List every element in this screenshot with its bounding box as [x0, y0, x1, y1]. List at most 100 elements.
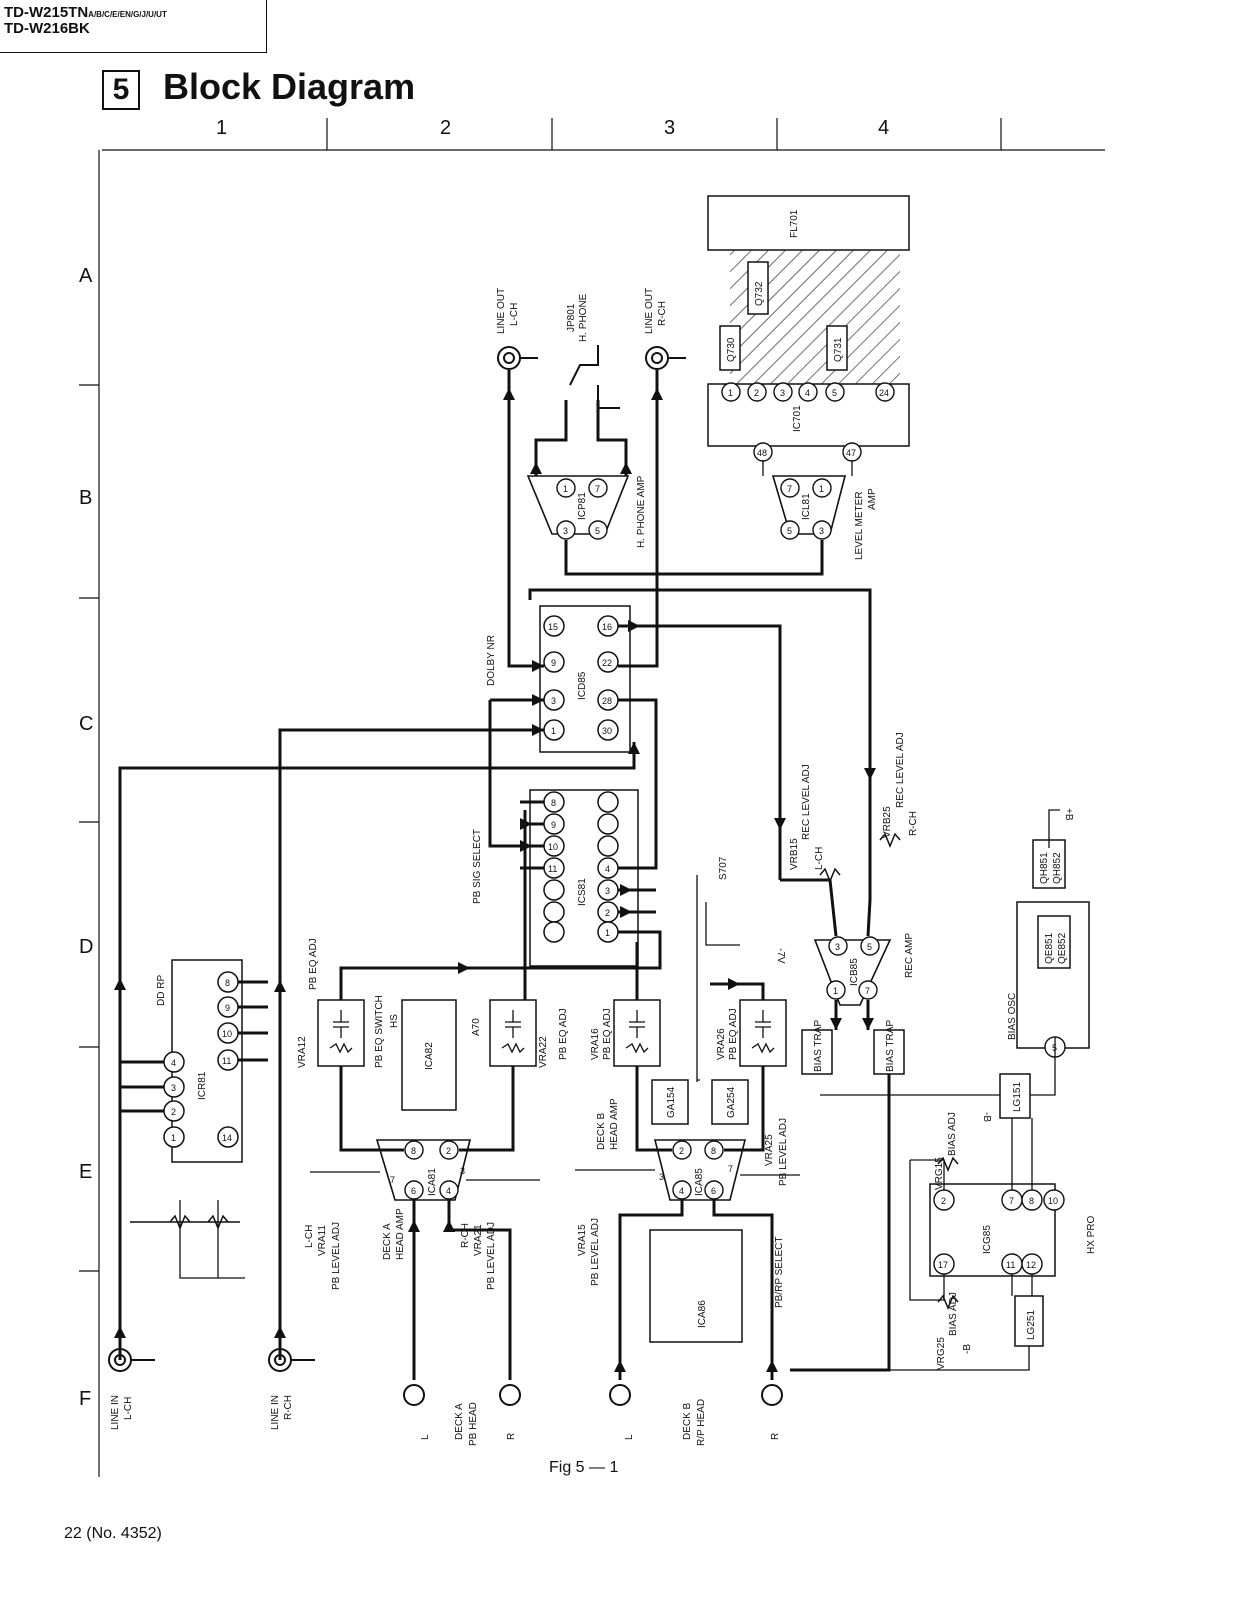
jp801-label-2: H. PHONE — [578, 293, 589, 342]
ica81-pin-6: 6 — [411, 1186, 416, 1196]
deck-b-head-amp-label-1: DECK B — [596, 1112, 607, 1150]
ga154-label: GA154 — [666, 1086, 677, 1118]
vrg15-label-2: BIAS ADJ — [947, 1112, 958, 1156]
vra21-label-3: PB LEVEL ADJ — [486, 1222, 497, 1290]
line-out-r-label-1: LINE OUT — [644, 288, 655, 334]
pb-sig-select-label: PB SIG SELECT — [472, 829, 483, 904]
qe851-label: QE851 — [1044, 932, 1055, 964]
signal-wiring — [118, 370, 891, 1380]
vra26-label-1: VRA26 — [716, 1028, 727, 1060]
figure-caption: Fig 5 — 1 — [549, 1459, 619, 1476]
icd85-pin-22: 22 — [602, 658, 612, 668]
a70-label: A70 — [471, 1018, 482, 1036]
vra11-label-3: PB LEVEL ADJ — [331, 1222, 342, 1290]
ica81-label: ICA81 — [427, 1168, 438, 1196]
vra21-label-2: VRA21 — [473, 1224, 484, 1256]
ic701-label: IC701 — [792, 405, 803, 432]
ics81-pin-4: 4 — [605, 864, 610, 874]
icr81-pin-4: 4 — [171, 1058, 176, 1068]
vra15-label-2: PB LEVEL ADJ — [590, 1218, 601, 1286]
icr81-pin-14: 14 — [222, 1133, 232, 1143]
line-in-r-label-1: LINE IN — [270, 1395, 281, 1430]
ica81-pin-3: 3 — [460, 1166, 465, 1176]
vra15-label-1: VRA15 — [577, 1224, 588, 1256]
deck-a-pb-head-label-2: PB HEAD — [468, 1402, 479, 1446]
ic701-pin-1: 1 — [728, 388, 733, 398]
icg85-pin-7: 7 — [1009, 1196, 1014, 1206]
ics81-pin-1: 1 — [605, 928, 610, 938]
lg151-block — [999, 1073, 1031, 1119]
vra25-label-1: VRA25 — [764, 1134, 775, 1166]
icp81-pin-7: 7 — [595, 484, 600, 494]
minus-7v-label: -7V — [775, 948, 786, 964]
grid-col-2: 2 — [440, 117, 451, 139]
ics81-pin-10: 10 — [548, 842, 558, 852]
model-header: TD-W215TNA/B/C/E/EN/G/J/U/UT TD-W216BK — [4, 5, 167, 36]
ga254-block — [711, 1079, 749, 1125]
model-header-box — [0, 0, 267, 53]
ics81-pin-3: 3 — [605, 886, 610, 896]
ics81-pin-2: 2 — [605, 908, 610, 918]
icr81-pin-9: 9 — [225, 1003, 230, 1013]
ica85-pin-4: 4 — [679, 1186, 684, 1196]
icp81-pin-3: 3 — [563, 526, 568, 536]
dd-rp-label: DD RP — [156, 975, 167, 1006]
vrb15-label-2: REC LEVEL ADJ — [801, 764, 812, 840]
ic701-pin-24: 24 — [879, 388, 889, 398]
icg85-pin-8: 8 — [1029, 1196, 1034, 1206]
qh851-label: QH851 — [1039, 852, 1050, 884]
eq-caps — [329, 1010, 775, 1054]
vrg25-label-2: BIAS ADJ — [948, 1292, 959, 1336]
icd85-pin-16: 16 — [602, 622, 612, 632]
line-in-l-label-1: LINE IN — [110, 1395, 121, 1430]
minus-b-label-2: -B — [962, 1344, 973, 1354]
lg251-label: LG251 — [1026, 1310, 1037, 1340]
vra21-label-1: R-CH — [460, 1223, 471, 1248]
vra25-label-2: PB LEVEL ADJ — [778, 1118, 789, 1186]
deck-a-pb-head-label-1: DECK A — [454, 1403, 465, 1440]
icr81-pin-3: 3 — [171, 1083, 176, 1093]
dd-rp-ic — [163, 959, 243, 1163]
dolby-nr-label: DOLBY NR — [486, 635, 497, 686]
ics81-pin-11: 11 — [548, 864, 557, 874]
ics81-label: ICS81 — [577, 878, 588, 906]
icr81-pin-2: 2 — [171, 1107, 176, 1117]
pb-eq-switch-label-2: HS — [389, 1014, 400, 1028]
bias-osc-label: BIAS OSC — [1007, 993, 1018, 1040]
ica81-pin-8: 8 — [411, 1146, 416, 1156]
qe85-block — [1037, 915, 1071, 969]
ica86-label: ICA86 — [697, 1300, 708, 1328]
icg85-label: ICG85 — [982, 1225, 993, 1254]
vra22-label-1: VRA22 — [538, 1036, 549, 1068]
ica86-block — [649, 1229, 743, 1343]
deck-a-l-label: L — [420, 1434, 431, 1440]
qe852-label: QE852 — [1057, 932, 1068, 964]
level-meter-label-2: AMP — [867, 488, 878, 510]
line-out-r-label-2: R-CH — [657, 301, 668, 326]
deck-b-r-label: R — [770, 1433, 781, 1440]
icd85-pin-9: 9 — [551, 658, 556, 668]
q731-block — [826, 325, 848, 371]
line-in-r-label-2: R-CH — [283, 1395, 294, 1420]
eq-blocks — [317, 839, 1090, 1347]
icl81-pin-5: 5 — [787, 526, 792, 536]
ica82-block — [401, 999, 457, 1111]
pb-eq-switch-label-1: PB EQ SWITCH — [374, 995, 385, 1068]
line-out-l-label-1: LINE OUT — [496, 288, 507, 334]
icg85-pin-17: 17 — [938, 1260, 948, 1270]
deck-b-rp-head-label-2: R/P HEAD — [696, 1399, 707, 1446]
ic701-pin-3: 3 — [780, 388, 785, 398]
icl81-pin-3: 3 — [819, 526, 824, 536]
plus-b-label: +B — [1063, 808, 1074, 821]
grid-frame — [79, 118, 1105, 1477]
ica81-pin-4: 4 — [446, 1186, 451, 1196]
icr81-pin-10: 10 — [222, 1029, 232, 1039]
icr81-pin-8: 8 — [225, 978, 230, 988]
icd85-label: ICD85 — [577, 671, 588, 700]
grid-row-d: D — [79, 936, 93, 958]
ic701-pin-48: 48 — [757, 448, 767, 458]
grid-labels: 1 2 3 4 A B C D E F — [79, 117, 889, 1410]
q730-block — [719, 325, 741, 371]
ics81-pin-8: 8 — [551, 798, 556, 808]
